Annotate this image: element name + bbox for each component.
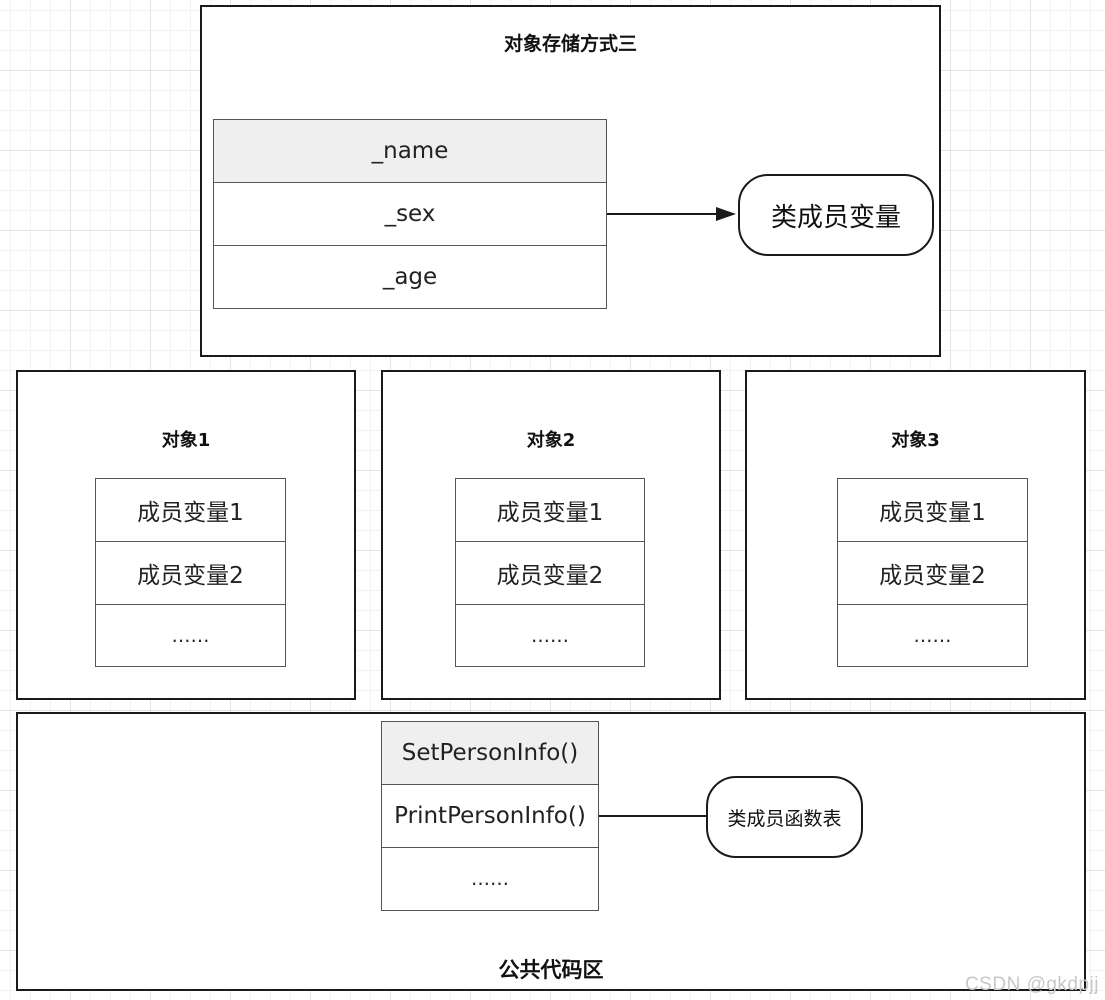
member-function-table: SetPersonInfo() PrintPersonInfo() …… (381, 721, 599, 911)
field-age: _age (382, 264, 438, 290)
object-3-row-3: …… (913, 624, 952, 647)
function-print-person-info: PrintPersonInfo() (382, 785, 598, 848)
class-member-function-table-label: 类成员函数表 (706, 776, 863, 858)
arrow-head-icon (716, 207, 736, 221)
object-1-row-3: …… (171, 624, 210, 647)
object-2-row-2: 成员变量2 (456, 542, 644, 605)
object-1-row-1: 成员变量1 (96, 479, 285, 542)
member-variable-table: _name _sex _age (213, 119, 607, 309)
csdn-watermark: CSDN @gkdpjj (964, 974, 1099, 995)
object-table-2: 成员变量1 成员变量2 …… (455, 478, 645, 667)
field-sex: _sex (214, 183, 606, 246)
object-3-row-1: 成员变量1 (838, 479, 1027, 542)
object-3-row-2: 成员变量2 (838, 542, 1027, 605)
object-2-row-3: …… (531, 624, 569, 647)
object-2-row-1: 成员变量1 (456, 479, 644, 542)
object-title-2: 对象2 (526, 430, 576, 451)
class-member-variables-label: 类成员变量 (738, 174, 934, 256)
object-title-3: 对象3 (891, 430, 940, 451)
object-table-1: 成员变量1 成员变量2 …… (95, 478, 286, 667)
function-set-person-info: SetPersonInfo() (382, 722, 598, 785)
field-name: _name (214, 120, 606, 183)
object-1-row-2: 成员变量2 (96, 542, 285, 605)
object-title-1: 对象1 (161, 430, 211, 451)
public-code-title: 公共代码区 (498, 958, 604, 982)
storage-method-title: 对象存储方式三 (503, 33, 637, 55)
object-table-3: 成员变量1 成员变量2 …… (837, 478, 1028, 667)
function-ellipsis: …… (471, 868, 509, 890)
